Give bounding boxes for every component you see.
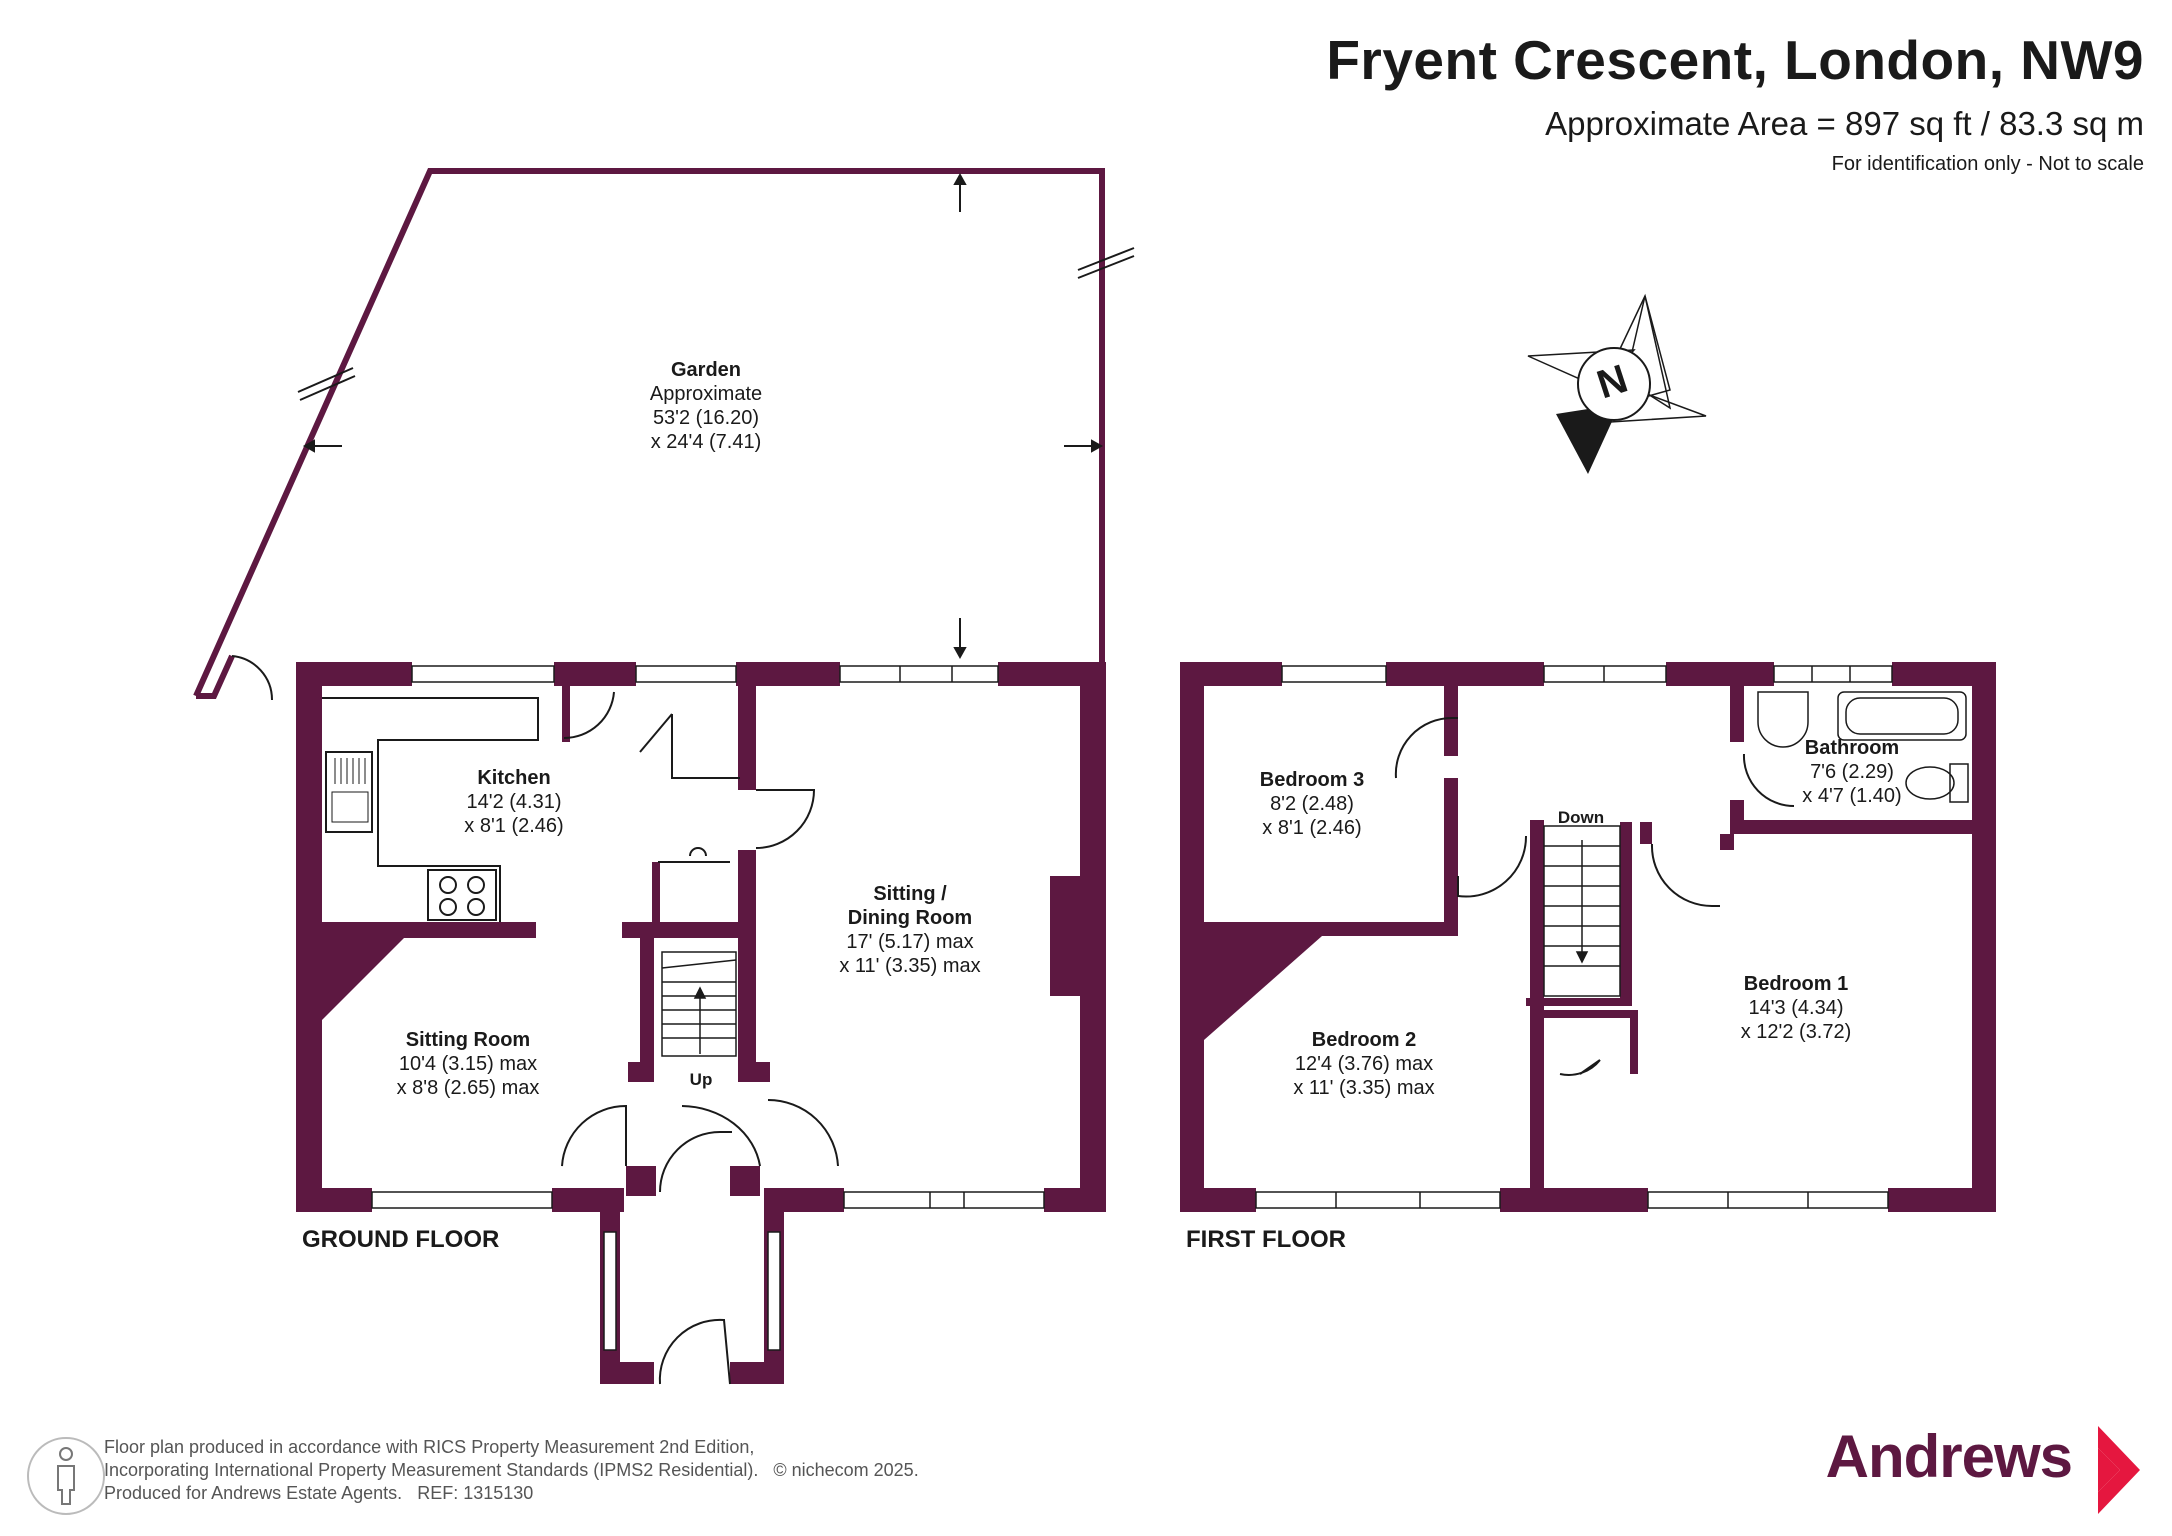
bedroom3-name: Bedroom 3	[1259, 769, 1365, 791]
first-floor-windows	[1255, 665, 1893, 1209]
footer-ref: REF: 1315130	[417, 1483, 534, 1503]
footer-line-3: Produced for Andrews Estate Agents.	[104, 1483, 403, 1503]
garden-dimension-arrows	[302, 172, 1104, 660]
sitting-dining-length: 17' (5.17) max	[846, 931, 974, 953]
first-floor-label: FIRST FLOOR	[1186, 1226, 1346, 1253]
sitting-dining-name: Sitting /	[873, 883, 947, 905]
bedroom1-length: 14'3 (4.34)	[1748, 997, 1844, 1019]
first-stairs	[1543, 825, 1621, 997]
bedroom2-length: 12'4 (3.76) max	[1294, 1053, 1434, 1075]
north-compass	[1527, 293, 1707, 474]
sitting-room-length: 10'4 (3.15) max	[398, 1053, 538, 1075]
bathroom-fittings	[1757, 691, 1969, 803]
garden-length: 53'2 (16.20)	[652, 407, 760, 429]
person-icon	[27, 1437, 105, 1515]
garden-gate-door	[231, 655, 274, 701]
footer-line-2-row: Incorporating International Property Mea…	[104, 1459, 919, 1482]
sitting-room-name: Sitting Room	[405, 1029, 531, 1051]
sitting-dining-name-2: Dining Room	[847, 907, 973, 929]
bedroom1-label: Bedroom 1 14'3 (4.34) x 12'2 (3.72)	[1741, 972, 1852, 1044]
kitchen-worktop	[322, 697, 539, 922]
andrews-logo-mark	[2098, 1426, 2140, 1514]
ground-floor-doors	[561, 691, 839, 1385]
footer-copyright: © nichecom 2025.	[773, 1460, 919, 1480]
ground-floor-windows	[371, 665, 1045, 1351]
footer-line-1: Floor plan produced in accordance with R…	[104, 1437, 755, 1457]
sitting-room-width: x 8'8 (2.65) max	[396, 1077, 540, 1099]
sitting-dining-label: Sitting / Dining Room 17' (5.17) max x 1…	[839, 882, 980, 978]
ground-floor-label: GROUND FLOOR	[302, 1226, 500, 1253]
footer-line-2: Incorporating International Property Mea…	[104, 1460, 759, 1480]
garden-break-marks	[297, 247, 1135, 401]
kitchen-width: x 8'1 (2.46)	[464, 815, 564, 837]
footer-text: Floor plan produced in accordance with R…	[104, 1436, 919, 1505]
bedroom1-name: Bedroom 1	[1743, 973, 1849, 995]
stairs-down-label: Down	[1557, 808, 1605, 827]
page-title: Fryent Crescent, London, NW9	[1326, 29, 2144, 91]
stairs-up-label: Up	[689, 1070, 713, 1089]
garden-label: Garden Approximate 53'2 (16.20) x 24'4 (…	[650, 358, 762, 454]
bathroom-label: Bathroom 7'6 (2.29) x 4'7 (1.40)	[1802, 736, 1901, 808]
andrews-logo: Andrews	[1825, 1423, 2073, 1490]
first-floor-doors	[1394, 716, 1795, 1076]
garden-width: x 24'4 (7.41)	[650, 431, 762, 453]
bathroom-name: Bathroom	[1804, 737, 1900, 759]
bedroom3-width: x 8'1 (2.46)	[1262, 817, 1362, 839]
bedroom2-label: Bedroom 2 12'4 (3.76) max x 11' (3.35) m…	[1293, 1028, 1434, 1100]
bedroom3-label: Bedroom 3 8'2 (2.48) x 8'1 (2.46)	[1260, 768, 1364, 840]
ground-floor-walls	[296, 662, 1106, 1384]
kitchen-name: Kitchen	[477, 767, 551, 789]
bedroom2-name: Bedroom 2	[1311, 1029, 1417, 1051]
garden-outline	[193, 168, 1105, 699]
footer-line-3-row: Produced for Andrews Estate Agents. REF:…	[104, 1482, 919, 1505]
first-floor-walls	[1180, 662, 1996, 1212]
ground-stairs	[661, 951, 737, 1057]
bathroom-length: 7'6 (2.29)	[1810, 761, 1894, 783]
approximate-area: Approximate Area = 897 sq ft / 83.3 sq m	[1545, 105, 2144, 142]
sink-drainer	[331, 758, 369, 823]
bedroom2-width: x 11' (3.35) max	[1293, 1077, 1435, 1099]
bathroom-width: x 4'7 (1.40)	[1802, 785, 1902, 807]
sitting-dining-width: x 11' (3.35) max	[839, 955, 981, 977]
bedroom1-width: x 12'2 (3.72)	[1740, 1021, 1852, 1043]
garden-name: Garden	[670, 359, 742, 381]
sitting-room-label: Sitting Room 10'4 (3.15) max x 8'8 (2.65…	[397, 1028, 540, 1100]
disclaimer-note: For identification only - Not to scale	[1831, 153, 2144, 175]
bedroom3-length: 8'2 (2.48)	[1270, 793, 1354, 815]
garden-approx: Approximate	[649, 383, 763, 405]
kitchen-label: Kitchen 14'2 (4.31) x 8'1 (2.46)	[464, 766, 563, 838]
kitchen-length: 14'2 (4.31)	[466, 791, 562, 813]
